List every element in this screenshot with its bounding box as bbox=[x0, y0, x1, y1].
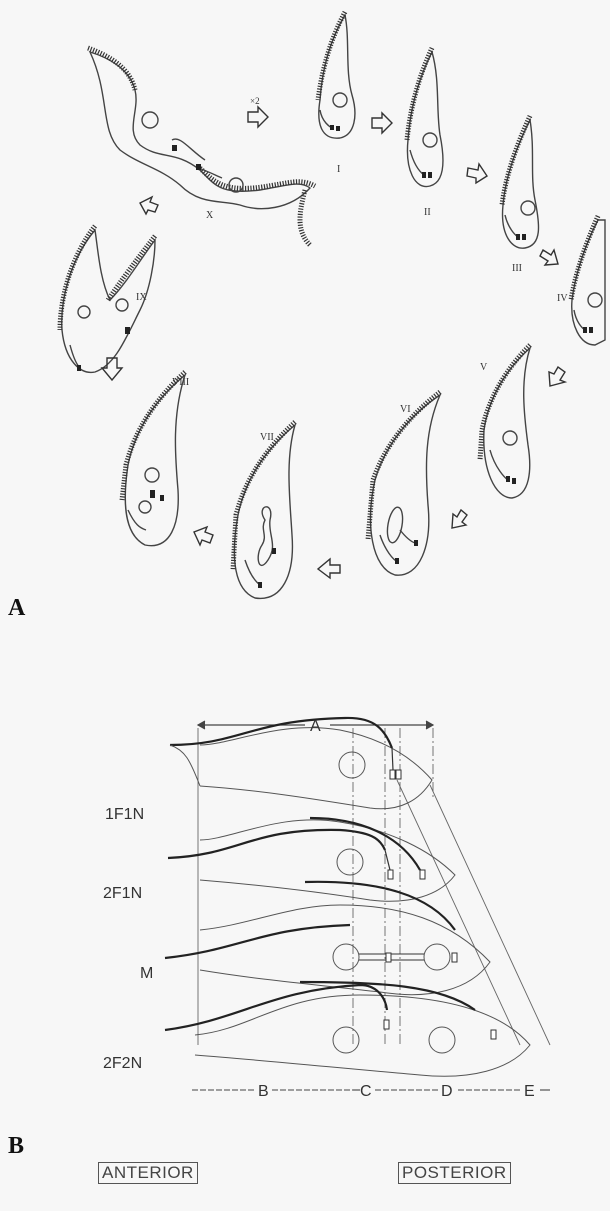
cell-stage-7 bbox=[233, 422, 295, 598]
span-label-c: C bbox=[360, 1083, 372, 1100]
stage-label-5: V bbox=[480, 362, 488, 373]
cell-stage-5 bbox=[480, 345, 530, 498]
cell-profile-2f2n bbox=[165, 982, 530, 1076]
arrow-iii-to-iv bbox=[540, 250, 558, 265]
span-label-a: A bbox=[310, 718, 321, 735]
panel-b-diagram bbox=[165, 718, 550, 1090]
stage-label-10: X bbox=[206, 210, 214, 221]
stage-label-9: IX bbox=[136, 292, 147, 303]
stage-labels: I II III IV V VI VII VIII IX X ×2 bbox=[136, 96, 568, 443]
stage-label-2: II bbox=[424, 207, 431, 218]
row-label-m: M bbox=[140, 965, 153, 982]
cell-profile-2f1n bbox=[168, 818, 455, 901]
cell-stage-3 bbox=[502, 116, 539, 248]
cell-stage-8 bbox=[122, 372, 185, 546]
cycle-arrows bbox=[102, 107, 565, 578]
cell-stage-4 bbox=[571, 216, 605, 345]
arrow-vii-to-viii bbox=[194, 527, 213, 545]
posterior-label: POSTERIOR bbox=[398, 1162, 511, 1184]
cell-stage-6 bbox=[368, 392, 440, 575]
row-label-2f1n: 2F1N bbox=[103, 885, 142, 902]
multiplier-label: ×2 bbox=[250, 96, 260, 106]
arrow-x-to-i bbox=[248, 107, 268, 127]
arrow-ix-to-x bbox=[140, 197, 158, 214]
arrow-i-to-ii bbox=[372, 113, 392, 133]
span-label-d: D bbox=[441, 1083, 453, 1100]
arrow-iv-to-v bbox=[549, 367, 565, 386]
stage-label-4: IV bbox=[557, 293, 568, 304]
anterior-label: ANTERIOR bbox=[98, 1162, 198, 1184]
row-label-1f1n: 1F1N bbox=[105, 806, 144, 823]
arrow-v-to-vi bbox=[452, 510, 467, 528]
panel-a-diagram bbox=[60, 12, 605, 598]
cell-stage-1 bbox=[318, 12, 355, 138]
span-label-e: E bbox=[524, 1083, 535, 1100]
stage-label-6: VI bbox=[400, 404, 411, 415]
cell-stage-2 bbox=[407, 48, 443, 187]
panel-letter-b: B bbox=[8, 1133, 24, 1160]
cell-profile-1f1n bbox=[170, 718, 432, 809]
arrow-ii-to-iii bbox=[467, 164, 487, 183]
stage-label-3: III bbox=[512, 263, 522, 274]
arrow-vi-to-vii bbox=[318, 559, 340, 578]
span-label-b: B bbox=[258, 1083, 269, 1100]
panel-letter-a: A bbox=[8, 595, 25, 622]
cell-profile-m bbox=[165, 882, 490, 995]
panel-b-labels: A 1F1N 2F1N M 2F2N B C D E bbox=[103, 718, 535, 1100]
stage-label-8: VIII bbox=[172, 377, 189, 388]
stage-label-7: VII bbox=[260, 432, 274, 443]
arrow-viii-to-ix bbox=[102, 358, 122, 380]
cell-stage-10 bbox=[88, 48, 315, 245]
row-label-2f2n: 2F2N bbox=[103, 1055, 142, 1072]
stage-label-1: I bbox=[337, 164, 340, 175]
